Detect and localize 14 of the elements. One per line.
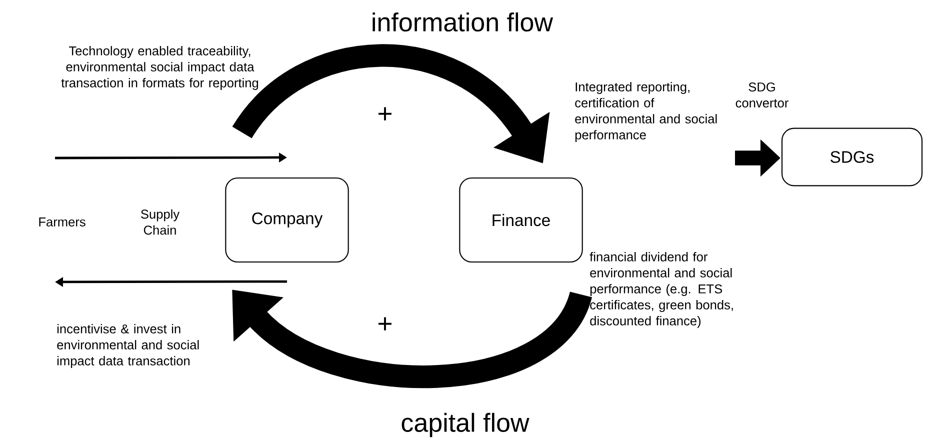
note-text: incentivise & invest in environmental and social impact data transaction bbox=[57, 324, 199, 368]
title-text: capital flow bbox=[402, 412, 530, 438]
process-box: Finance bbox=[459, 177, 583, 263]
note-text: Technology enabled traceability, environmental social impact data transaction in formats for reporting bbox=[61, 46, 258, 90]
edge-label: SDG convertor bbox=[736, 82, 788, 108]
edge-label: + bbox=[378, 317, 392, 330]
process-box: SDGs bbox=[781, 128, 923, 186]
process-box: Company bbox=[225, 177, 349, 263]
title-text: information flow bbox=[372, 12, 554, 32]
note-text: Integrated reporting, certification of environmental and social performance bbox=[575, 82, 717, 142]
edge-label: + bbox=[378, 107, 392, 120]
label-text: Supply Chain bbox=[141, 209, 180, 235]
note-text: financial dividend for environmental and social performance (e.g. ETS certificates, green bonds, discounted finance) bbox=[590, 252, 733, 328]
label-text: Farmers bbox=[39, 218, 86, 226]
